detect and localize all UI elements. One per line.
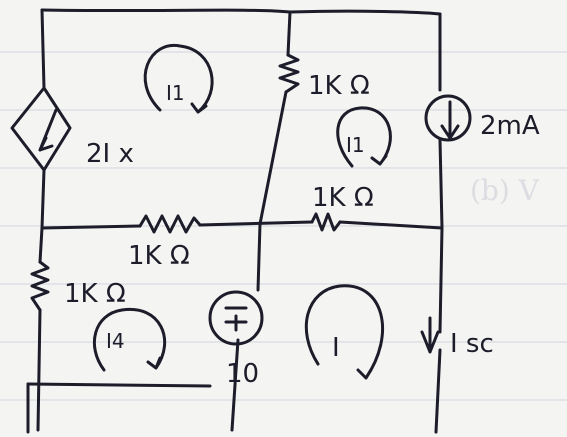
current-source-2ma: [424, 94, 472, 142]
resistor-bottom-left: [30, 260, 50, 312]
lower-left-wire: [36, 226, 44, 432]
lower-right-wire: [434, 226, 444, 434]
isc-arrow: [420, 316, 440, 354]
mesh-loop-bottom-left: [92, 307, 167, 372]
resistor-middle-right-label: 1K Ω: [312, 183, 374, 213]
voltage-source-label: 10: [226, 359, 259, 389]
mesh-label-top-left: I1: [166, 81, 185, 105]
right-wire: [438, 12, 444, 230]
middle-vertical-upper: [258, 10, 292, 226]
resistor-top-right: [278, 53, 300, 94]
resistor-bottom-left-label: 1K Ω: [64, 279, 126, 309]
wires: [26, 8, 444, 434]
bottom-wire: [26, 382, 212, 388]
middle-horizontal-wire: [40, 220, 444, 230]
left-wire-upper: [40, 8, 46, 230]
bleed-through-text: (b) V: [470, 174, 540, 207]
resistor-middle-left-label: 1K Ω: [128, 241, 190, 271]
mesh-loop-top-right: [336, 106, 392, 168]
lower-middle-wire: [230, 222, 262, 432]
voltage-source: [208, 290, 264, 346]
isc-label: I sc: [450, 329, 494, 359]
mesh-label-top-right: I1: [346, 133, 365, 157]
mesh-loop-bottom-right: [304, 284, 385, 380]
current-source-label: 2mA: [480, 111, 540, 141]
mesh-label-bottom-right: I: [332, 333, 340, 363]
resistor-middle-right: [310, 212, 342, 232]
dependent-current-source: [10, 86, 72, 172]
resistor-middle-left: [138, 214, 202, 234]
resistor-top-right-label: 1K Ω: [308, 71, 370, 101]
mesh-label-bottom-left: I4: [106, 329, 125, 353]
mesh-loop-top-left: [143, 43, 214, 114]
top-wire: [40, 8, 442, 16]
dependent-source-label: 2I x: [86, 139, 134, 169]
